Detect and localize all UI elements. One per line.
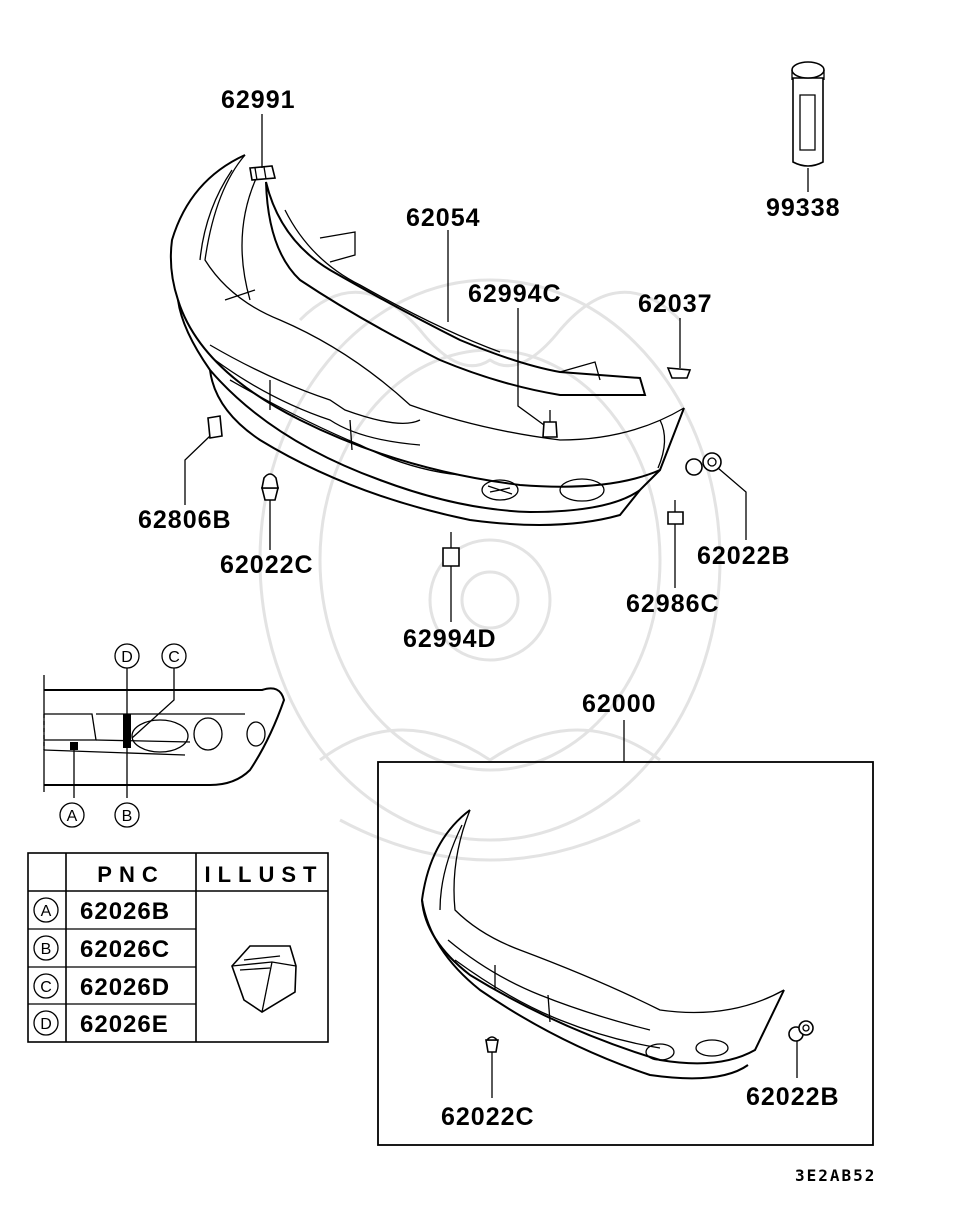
label-62994D: 62994D [403,625,497,653]
push-clip-62022C-drawing [260,473,280,501]
screw-62986C-drawing [667,500,684,525]
row-ref: C [40,979,52,996]
front-bumper-drawing [169,154,685,526]
marker-b: B [122,808,133,825]
label-62022C: 62022C [220,551,314,579]
row-pnc: 62026C [80,936,170,963]
detail-view [43,668,286,798]
row-ref: D [40,1016,52,1033]
clip-62806B-drawing [207,415,223,439]
table-row: D 62026E [33,1010,169,1038]
grommet-62022B-drawing [685,452,722,476]
assembly-box [377,761,874,1146]
bumper-assembly-drawing [420,809,814,1080]
detail-markers: D C A B [59,643,187,828]
bumper-reinforcement-drawing [265,181,647,396]
clip-62991-drawing [249,165,277,181]
marker-d: D [121,649,133,666]
paint-bottle-drawing [791,61,825,167]
row-pnc: 62026E [80,1011,169,1038]
label-62054: 62054 [406,204,481,232]
row-ref: A [41,903,52,920]
table-header-illust: ILLUST [205,862,324,887]
table-row: A 62026B [33,897,170,925]
row-ref: B [41,941,52,958]
pnc-table: PNC ILLUST A 62026B B 62026C C 62026D D … [27,852,329,1043]
assembly-leaders [491,1041,798,1098]
label-62022C-assembly: 62022C [441,1103,535,1131]
label-62037: 62037 [638,290,713,318]
label-62991: 62991 [221,86,296,114]
table-header-pnc: PNC [97,862,164,887]
label-62022B-assembly: 62022B [746,1083,840,1111]
label-62994C: 62994C [468,280,562,308]
table-row: B 62026C [33,935,170,963]
bolt-62994D-drawing [442,532,460,567]
label-62000: 62000 [582,690,657,718]
clip-62037-drawing [666,367,692,379]
marker-a: A [67,808,78,825]
watermark-emblem [258,278,722,862]
label-62022B: 62022B [697,542,791,570]
marker-c: C [168,649,180,666]
label-62806B: 62806B [138,506,232,534]
leader-lines [184,114,809,622]
screw-62994C-drawing [542,410,558,438]
table-row: C 62026D [33,973,170,1001]
label-99338: 99338 [766,194,841,222]
part-labels: 62991 62054 62994C 62037 99338 62806B 62… [138,86,841,718]
label-62986C: 62986C [626,590,720,618]
row-pnc: 62026D [80,974,170,1001]
diagram-code: 3E2AB52 [795,1166,876,1185]
spacer-illustration [231,945,297,1013]
row-pnc: 62026B [80,898,170,925]
